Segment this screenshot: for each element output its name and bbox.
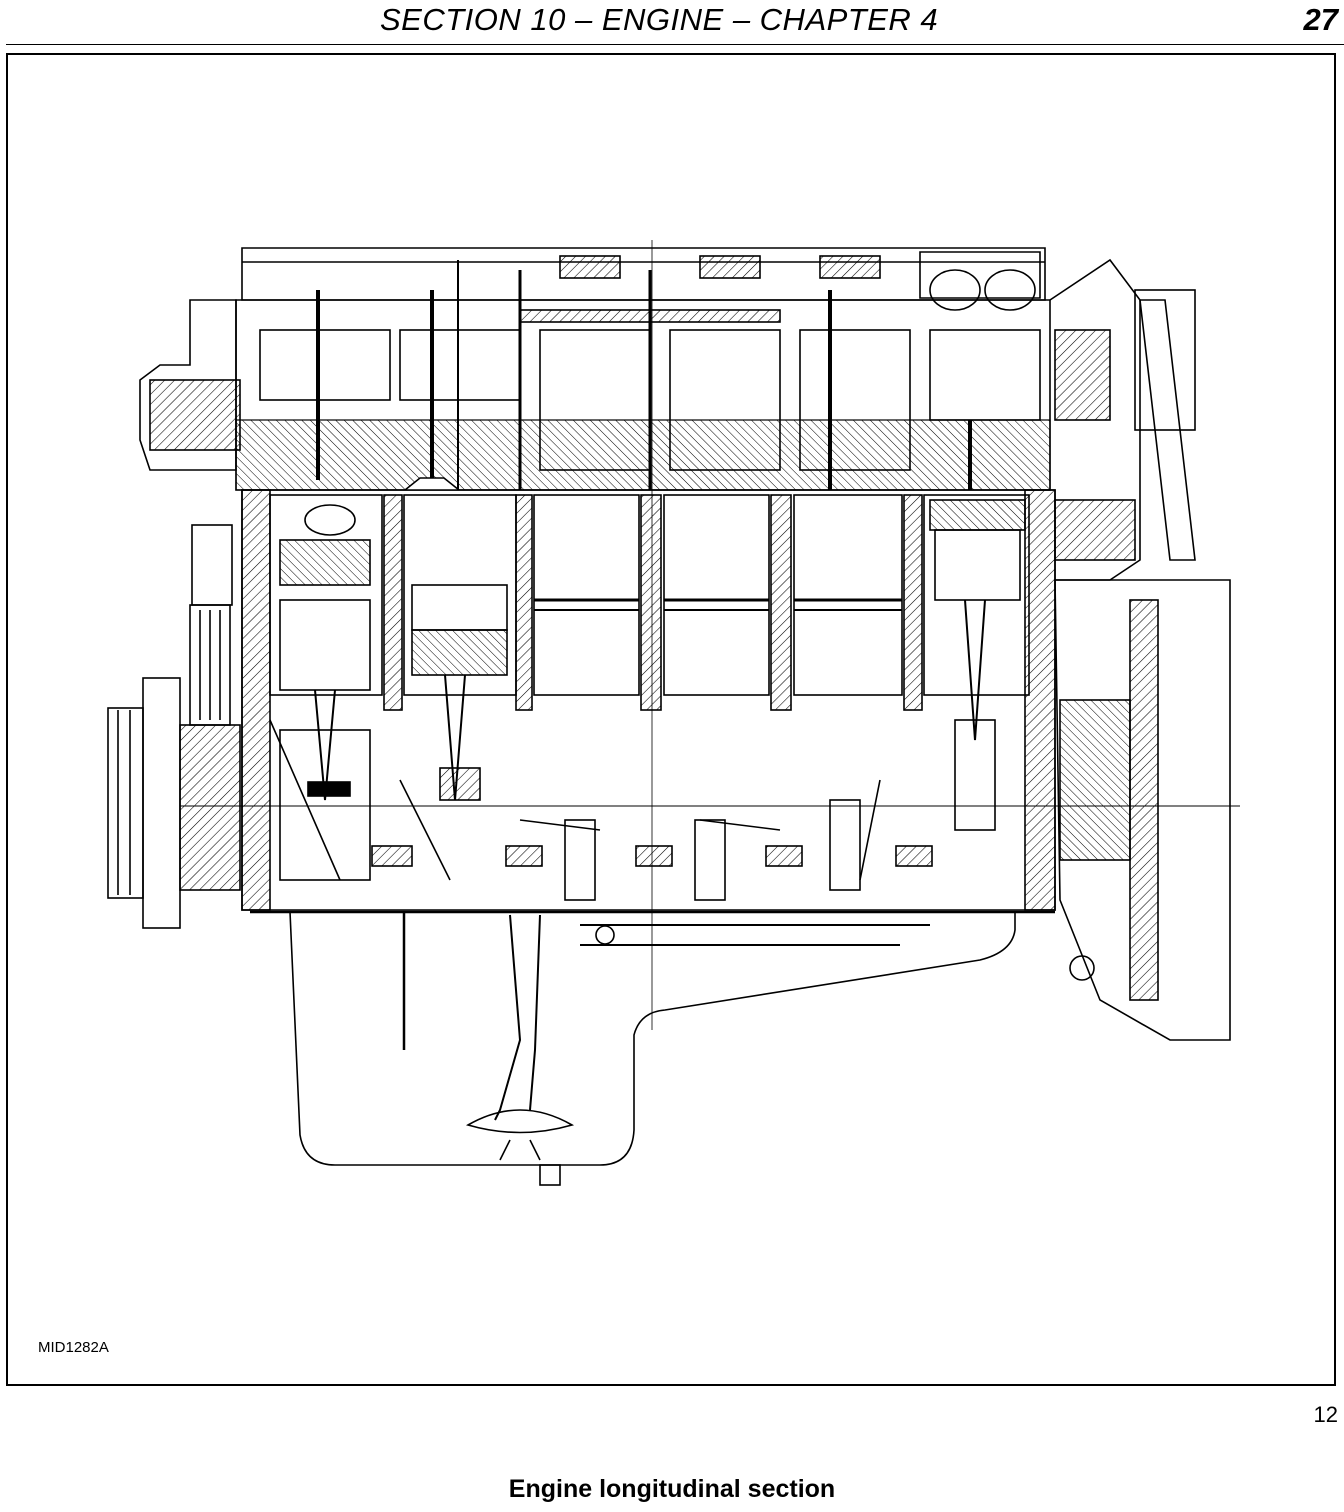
cylinder-6 [923, 494, 1030, 741]
cylinder-3 [533, 494, 640, 696]
figure-frame: MID1282A [6, 53, 1336, 1386]
front-accessories [107, 299, 241, 929]
header-rule [6, 44, 1344, 45]
cylinder-5 [793, 494, 903, 696]
cylinder-4 [663, 494, 770, 696]
cylinder-2 [403, 494, 517, 801]
cylinder-1 [269, 494, 383, 801]
timing-housing [1049, 258, 1231, 1041]
figure-number: 12 [1313, 1402, 1338, 1427]
cylinder-block [241, 489, 1056, 911]
crankshaft [180, 719, 1240, 901]
figure-caption: Engine longitudinal section [508, 1475, 836, 1503]
figure-code: MID1282A [38, 1339, 109, 1356]
oil-pickup-pipe [465, 914, 930, 1161]
rocker-cover [241, 247, 1046, 323]
section-title: SECTION 10 – ENGINE – CHAPTER 4 [380, 2, 939, 37]
cylinders [269, 494, 1030, 801]
cylinder-head [235, 260, 1051, 491]
page-number: 27 [1303, 2, 1338, 37]
oil-sump [250, 910, 1055, 1186]
